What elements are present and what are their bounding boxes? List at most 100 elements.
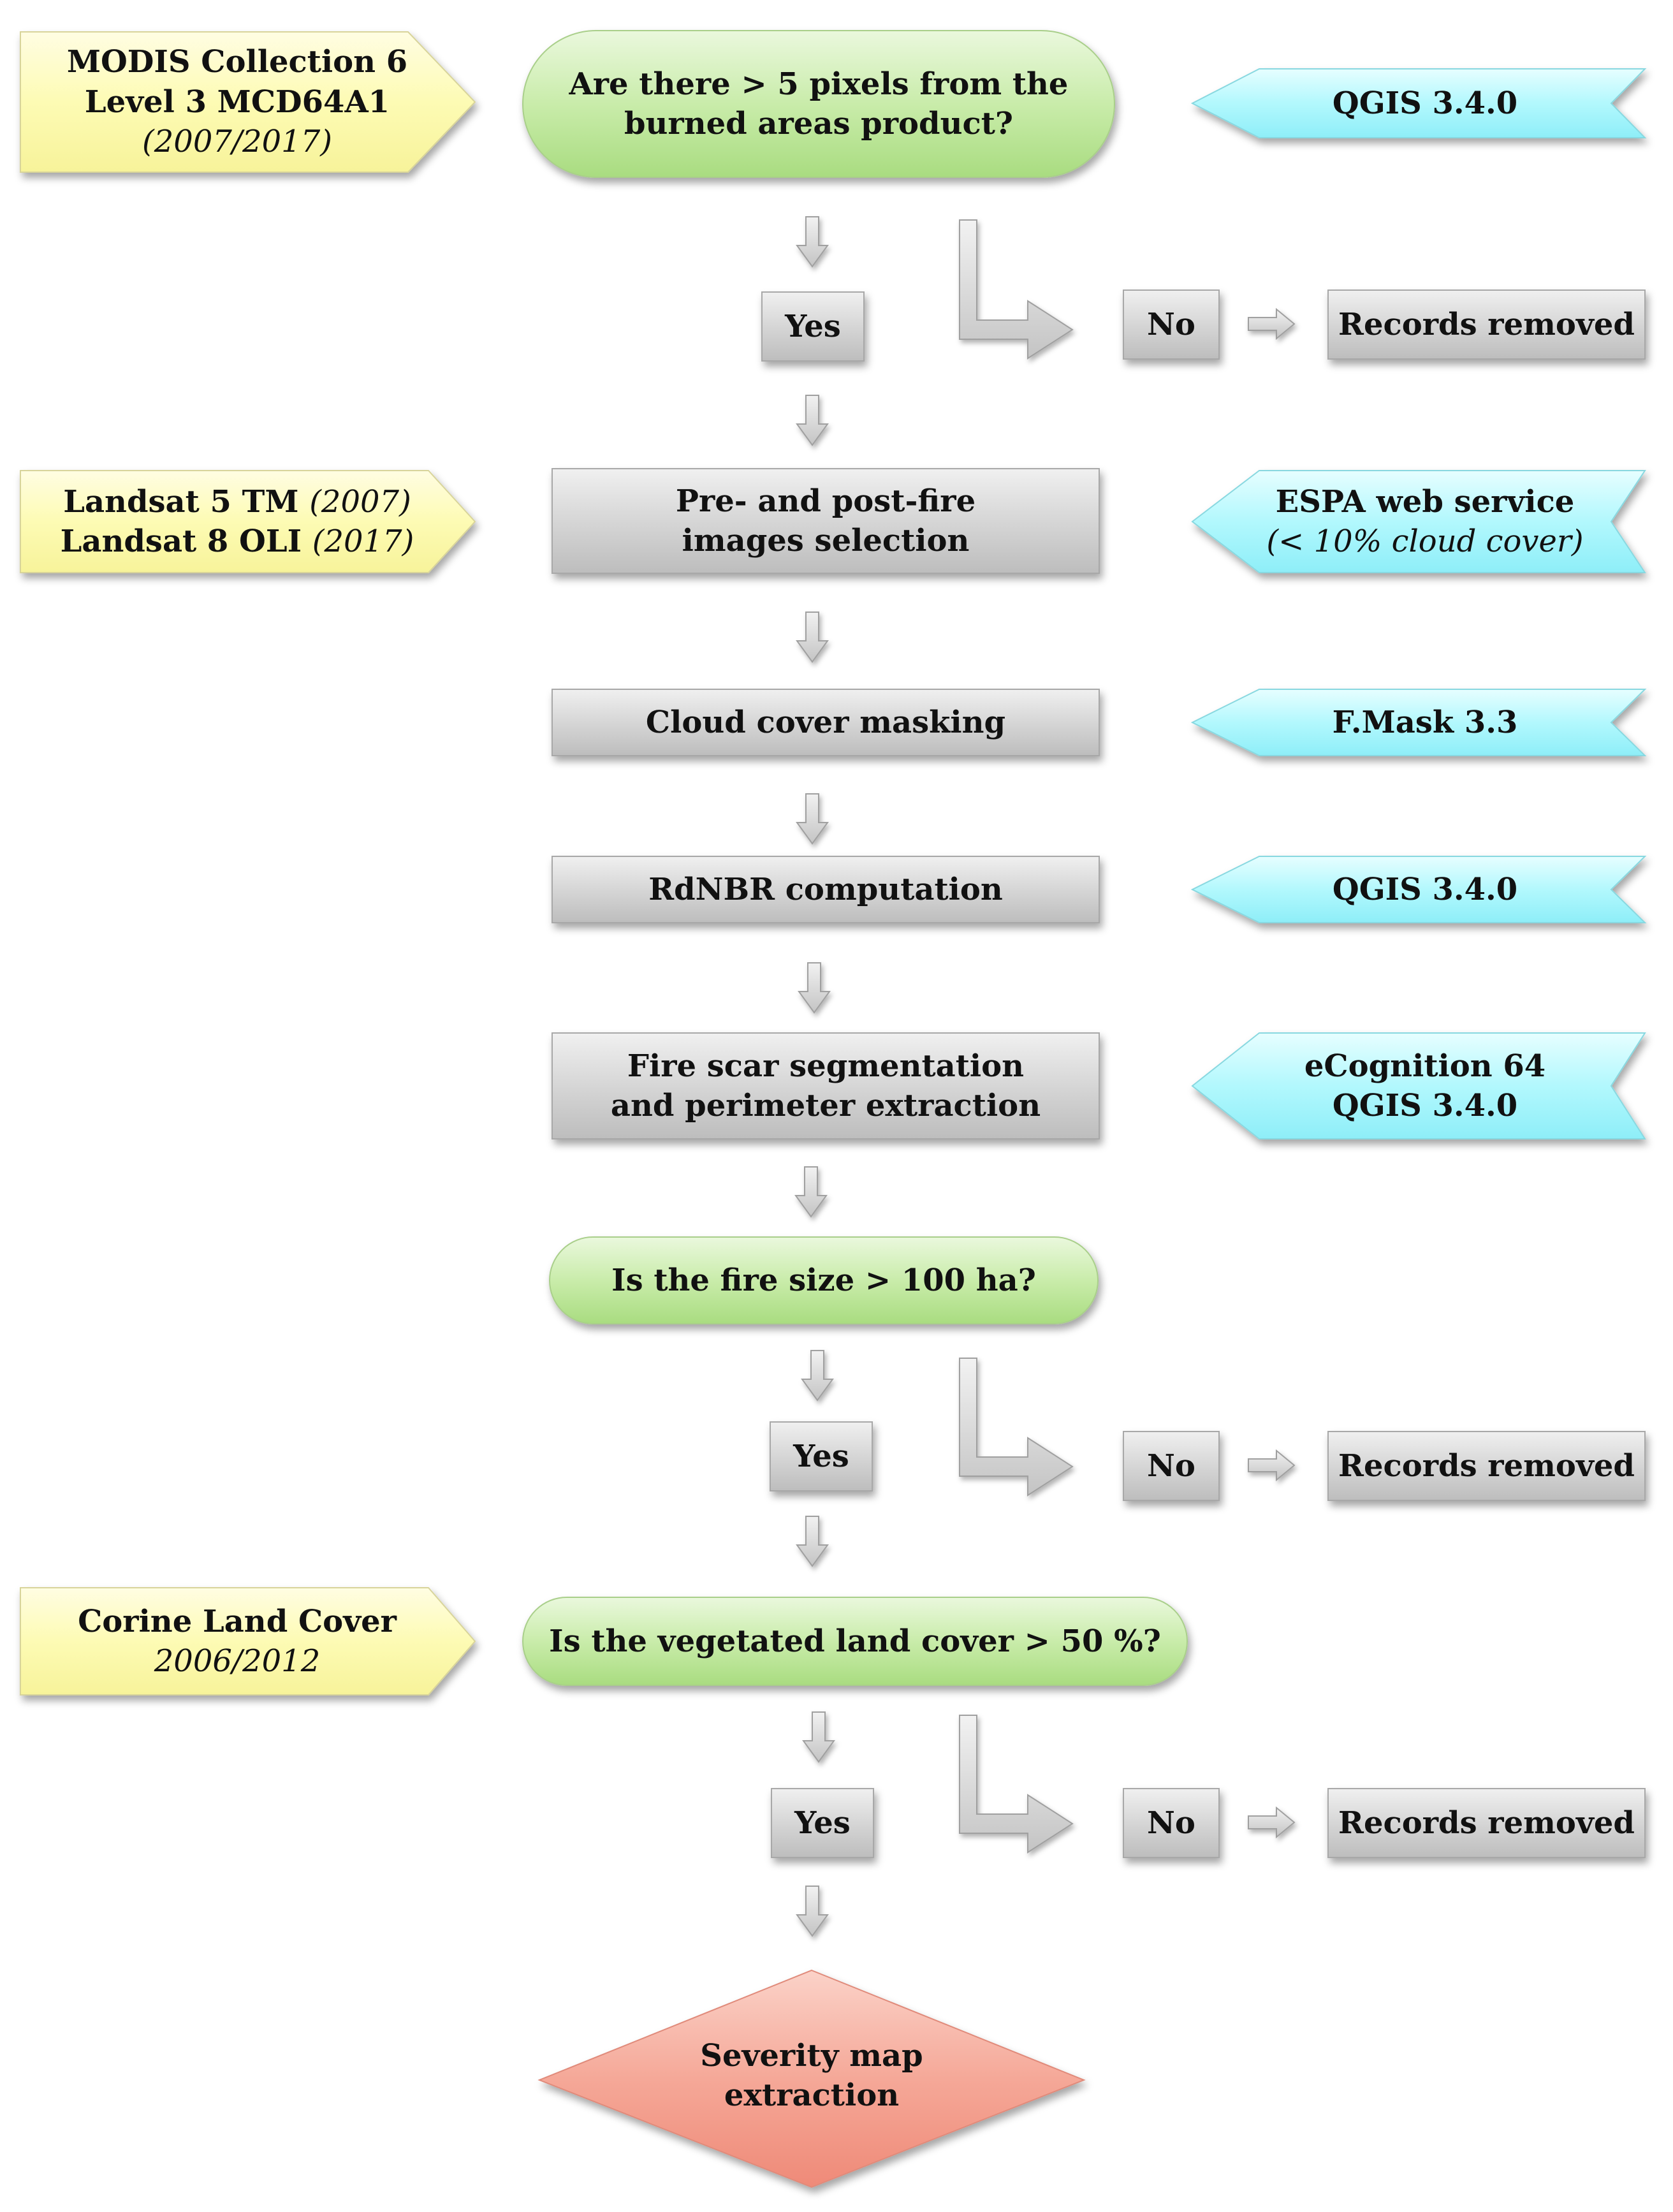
no-box-1-shape <box>1123 289 1220 360</box>
down-arrow-8 <box>796 1516 829 1567</box>
no-3-text: No <box>1147 1805 1195 1841</box>
source-landsat-year-1: (2007) <box>309 483 411 520</box>
tool-qgis-2-line1: QGIS 3.4.0 <box>1332 871 1518 907</box>
source-modis-label: MODIS Collection 6 Level 3 MCD64A1 (2007… <box>20 32 454 172</box>
process-image-selection-label: Pre- and post-fire images selection <box>552 469 1099 573</box>
process-rdnbr-label: RdNBR computation <box>552 856 1099 923</box>
removed-box-1-shape <box>1327 289 1646 360</box>
process-segmentation-line2: and perimeter extraction <box>610 1088 1041 1124</box>
tool-qgis-1-line1: QGIS 3.4.0 <box>1332 85 1518 121</box>
decision-vegetation-line1: Is the vegetated land cover > 50 %? <box>549 1623 1161 1659</box>
process-image-selection-line1: Pre- and post-fire <box>675 483 976 519</box>
right-arrow-2 <box>1248 1449 1296 1482</box>
source-corine-line2: 2006/2012 <box>154 1643 321 1679</box>
no-1-label: No <box>1123 290 1219 359</box>
removed-1-text: Records removed <box>1338 306 1635 342</box>
end-severity-line1: Severity map <box>700 2037 923 2074</box>
source-landsat-line2: Landsat 8 OLI (2017) <box>61 522 414 561</box>
tool-fmask-shape <box>1190 689 1647 756</box>
down-arrow-1 <box>796 216 829 268</box>
removed-box-2-shape <box>1327 1431 1646 1501</box>
tool-espa-label: ESPA web service (< 10% cloud cover) <box>1237 471 1613 573</box>
source-landsat-sensor-2: Landsat 8 OLI <box>60 524 312 559</box>
source-landsat-shape <box>20 470 476 573</box>
yes-1-label: Yes <box>762 292 864 361</box>
down-arrow-10 <box>796 1886 829 1937</box>
tool-ecog-line2: QGIS 3.4.0 <box>1332 1088 1518 1124</box>
decision-pixels-line1: Are there > 5 pixels from the <box>569 66 1069 102</box>
down-arrow-6 <box>794 1166 828 1218</box>
branch-arrow-1 <box>959 219 1074 360</box>
source-modis-shape <box>20 31 476 173</box>
source-modis-line2: Level 3 MCD64A1 <box>84 84 390 120</box>
process-image-selection-shape <box>552 468 1100 574</box>
down-arrow-7 <box>801 1350 834 1402</box>
down-arrow-2 <box>796 395 829 446</box>
down-arrow-3 <box>796 612 829 663</box>
tool-qgis-2-shape <box>1190 856 1647 923</box>
down-arrow-9 <box>802 1711 835 1763</box>
process-rdnbr-line1: RdNBR computation <box>648 871 1003 907</box>
no-2-label: No <box>1123 1432 1219 1500</box>
source-corine-line1: Corine Land Cover <box>78 1603 397 1639</box>
source-modis-line1: MODIS Collection 6 <box>66 44 408 80</box>
yes-box-1-shape <box>761 291 865 362</box>
source-corine-shape <box>20 1587 476 1696</box>
yes-1-text: Yes <box>785 308 841 344</box>
end-severity-shape <box>537 1969 1086 2188</box>
no-box-2-shape <box>1123 1431 1220 1501</box>
yes-3-label: Yes <box>771 1789 873 1857</box>
process-cloud-masking-line1: Cloud cover masking <box>645 704 1006 740</box>
decision-pixels-label: Are there > 5 pixels from the burned are… <box>523 31 1114 177</box>
process-cloud-masking-shape <box>552 689 1100 756</box>
no-3-label: No <box>1123 1789 1219 1857</box>
tool-ecog-shape <box>1191 1032 1646 1139</box>
end-severity-label: Severity map extraction <box>603 2009 1020 2142</box>
process-segmentation-shape <box>552 1032 1100 1139</box>
tool-qgis-1-shape <box>1190 68 1647 138</box>
source-landsat-sensor-1: Landsat 5 TM <box>63 483 310 520</box>
tool-ecog-line1: eCognition 64 <box>1304 1048 1546 1084</box>
tool-fmask-label: F.Mask 3.3 <box>1237 689 1613 756</box>
tool-qgis-1-label: QGIS 3.4.0 <box>1237 69 1613 138</box>
source-landsat-line1: Landsat 5 TM (2007) <box>63 482 411 522</box>
tool-ecog-label: eCognition 64 QGIS 3.4.0 <box>1237 1033 1613 1139</box>
yes-box-2-shape <box>770 1421 873 1491</box>
yes-2-text: Yes <box>793 1438 849 1474</box>
removed-3-label: Records removed <box>1328 1789 1645 1857</box>
branch-arrow-2 <box>959 1358 1074 1497</box>
source-landsat-label: Landsat 5 TM (2007) Landsat 8 OLI (2017) <box>20 471 454 573</box>
decision-vegetation-label: Is the vegetated land cover > 50 %? <box>523 1597 1187 1685</box>
yes-box-3-shape <box>771 1788 874 1858</box>
process-segmentation-label: Fire scar segmentation and perimeter ext… <box>552 1033 1099 1139</box>
removed-3-text: Records removed <box>1338 1805 1635 1841</box>
removed-2-text: Records removed <box>1338 1447 1635 1484</box>
decision-size-label: Is the fire size > 100 ha? <box>550 1237 1098 1324</box>
right-arrow-1 <box>1248 307 1296 341</box>
source-corine-label: Corine Land Cover 2006/2012 <box>20 1588 454 1695</box>
tool-fmask-line1: F.Mask 3.3 <box>1332 704 1518 740</box>
decision-pixels-shape <box>522 30 1115 178</box>
process-segmentation-line1: Fire scar segmentation <box>627 1048 1025 1084</box>
decision-size-line1: Is the fire size > 100 ha? <box>611 1262 1036 1298</box>
down-arrow-5 <box>798 962 831 1014</box>
yes-3-text: Yes <box>794 1805 851 1841</box>
source-modis-line3: (2007/2017) <box>142 124 332 160</box>
end-severity-line2: extraction <box>724 2077 900 2113</box>
no-1-text: No <box>1147 306 1195 342</box>
decision-size-shape <box>549 1236 1099 1324</box>
no-2-text: No <box>1147 1447 1195 1484</box>
process-cloud-masking-label: Cloud cover masking <box>552 689 1099 756</box>
tool-espa-shape <box>1191 470 1646 573</box>
yes-2-label: Yes <box>770 1422 872 1491</box>
tool-qgis-2-label: QGIS 3.4.0 <box>1237 856 1613 923</box>
branch-arrow-3 <box>959 1715 1074 1854</box>
decision-pixels-line2: burned areas product? <box>624 106 1014 142</box>
tool-espa-line2: (< 10% cloud cover) <box>1266 524 1584 559</box>
no-box-3-shape <box>1123 1788 1220 1858</box>
down-arrow-4 <box>796 793 829 845</box>
decision-vegetation-shape <box>522 1597 1188 1686</box>
process-image-selection-line2: images selection <box>682 523 970 559</box>
removed-2-label: Records removed <box>1328 1432 1645 1500</box>
process-rdnbr-shape <box>552 856 1100 923</box>
